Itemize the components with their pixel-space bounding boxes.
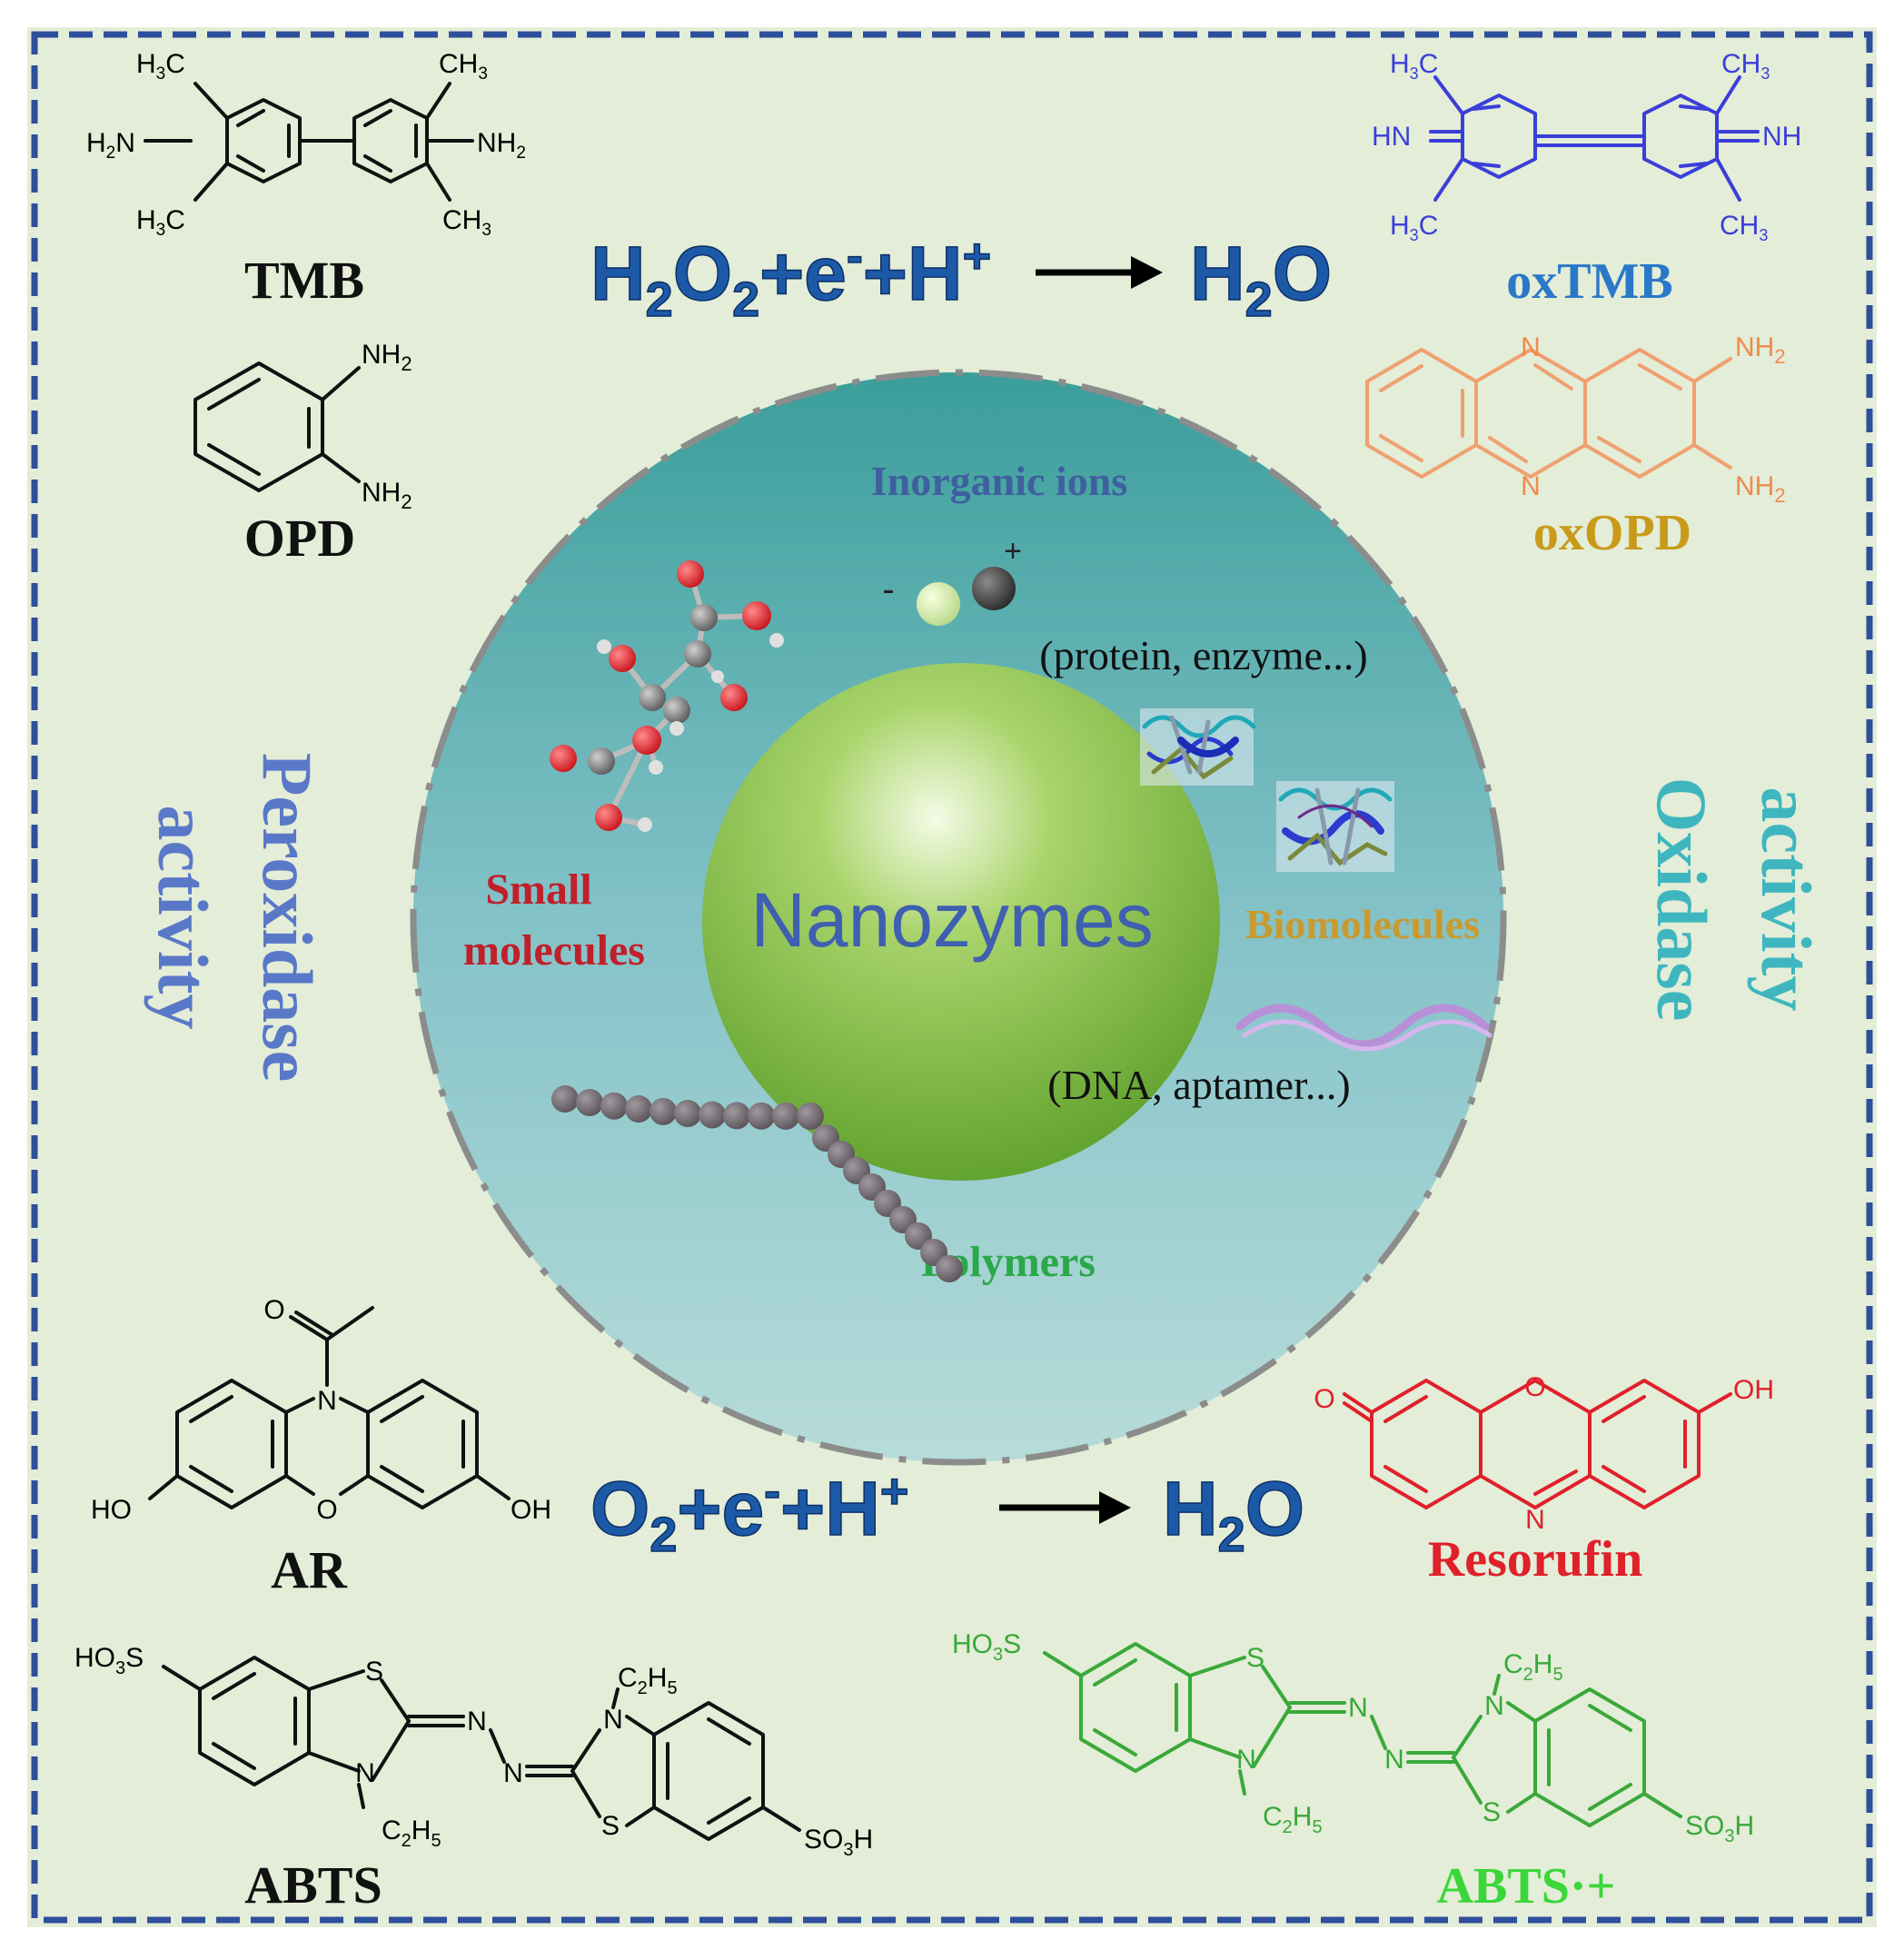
anion-charge: - xyxy=(882,569,894,609)
cation-sphere xyxy=(972,567,1016,610)
abts-s-right: S xyxy=(601,1811,620,1841)
peroxidase-label: Peroxidase activity xyxy=(144,753,327,1083)
oxopd-nh2-top: NH2 xyxy=(1735,332,1786,368)
resorufin-molecule: O O N OH Resorufin xyxy=(1314,1372,1774,1588)
outer-sphere-dashed-border xyxy=(410,369,1507,1466)
polymer-bead xyxy=(600,1092,628,1120)
protein-ribbons xyxy=(1140,708,1394,872)
oxtmb-molecule: H3C CH3 HN NH H3C CH3 oxTMB xyxy=(1372,49,1801,310)
abts-ho3s: HO3S xyxy=(74,1643,144,1678)
ar-oh: OH xyxy=(511,1495,551,1525)
polymer-chain xyxy=(551,1085,963,1282)
oxidase-reaction: O2+e-+H+ H2O xyxy=(590,1463,1305,1563)
abts-azo-n1: N xyxy=(467,1707,487,1736)
dashed-frame xyxy=(31,31,1873,1924)
small-molecule-atoms xyxy=(550,560,784,832)
polymer-bead xyxy=(625,1095,652,1123)
abts-radical-n-left: N xyxy=(1236,1745,1256,1775)
abts-label: ABTS xyxy=(244,1855,382,1914)
small-molecules-label-line2: molecules xyxy=(463,926,645,975)
polymer-bead xyxy=(797,1102,824,1130)
ar-label: AR xyxy=(271,1540,348,1599)
polymer-bead xyxy=(551,1085,579,1113)
ar-molecule: N O O HO OH AR xyxy=(91,1295,551,1599)
abts-radical-n-right: N xyxy=(1484,1691,1504,1721)
small-molecules-label-line1: Small xyxy=(485,866,591,914)
biomolecules-label: Biomolecules xyxy=(1245,901,1480,947)
abts-n-right: N xyxy=(603,1705,623,1735)
oxidase-label-line2: activity xyxy=(1747,787,1826,1012)
abts-radical-s-left: S xyxy=(1246,1643,1264,1673)
oxopd-n-top: N xyxy=(1521,332,1541,362)
oxopd-n-bottom: N xyxy=(1521,471,1541,501)
nanozyme-core xyxy=(702,663,1220,1181)
tmb-h2n: H2N xyxy=(86,128,135,163)
resorufin-n: N xyxy=(1525,1505,1545,1535)
dna-note: (DNA, aptamer...) xyxy=(1047,1062,1350,1108)
abts-radical-so3h: SO3H xyxy=(1685,1811,1754,1846)
inorganic-ions-label: Inorganic ions xyxy=(871,458,1127,504)
abts-n-left: N xyxy=(355,1758,375,1788)
tmb-molecule: H3C CH3 H2N NH2 H3C CH3 TMB xyxy=(86,49,526,310)
tmb-h3c-top: H3C xyxy=(136,49,185,84)
abts-molecule: HO3S S N C2H5 N N N C2H5 S SO3H ABTS xyxy=(74,1643,873,1914)
resorufin-oh: OH xyxy=(1733,1375,1774,1405)
polymer-bead xyxy=(936,1255,963,1282)
nanozymes-label: Nanozymes xyxy=(750,877,1154,963)
abts-radical-azo-n2: N xyxy=(1384,1745,1404,1775)
oxtmb-nh: NH xyxy=(1762,122,1801,152)
protein-note: (protein, enzyme...) xyxy=(1039,632,1367,678)
polymer-bead xyxy=(650,1097,677,1125)
abts-azo-n2: N xyxy=(503,1758,523,1788)
ar-o-carbonyl: O xyxy=(263,1295,284,1325)
ar-o-ring: O xyxy=(316,1495,337,1525)
polymer-bead xyxy=(699,1101,726,1129)
cation-charge: + xyxy=(1004,534,1022,569)
abts-radical-label: ABTS·+ xyxy=(1437,1858,1616,1914)
abts-radical-s-right: S xyxy=(1483,1797,1501,1827)
opd-label: OPD xyxy=(244,509,355,568)
abts-s-left: S xyxy=(365,1657,383,1687)
tmb-h3c-bottom: H3C xyxy=(136,205,185,240)
oxidase-label-line1: Oxidase xyxy=(1642,777,1721,1022)
polymer-bead xyxy=(723,1102,750,1130)
oxopd-label: oxOPD xyxy=(1533,505,1691,561)
oxtmb-hn: HN xyxy=(1372,122,1411,152)
peroxidase-label-line1: Peroxidase xyxy=(248,753,327,1083)
ar-n: N xyxy=(317,1386,337,1416)
abts-so3h: SO3H xyxy=(804,1825,873,1860)
peroxidase-label-line2: activity xyxy=(144,806,223,1030)
dna-strand xyxy=(1235,1004,1492,1052)
tmb-label: TMB xyxy=(244,251,364,310)
peroxidase-reaction: H2O2+e-+H+ H2O xyxy=(590,228,1333,328)
polymer-bead xyxy=(772,1102,799,1130)
ar-ho: HO xyxy=(91,1495,132,1525)
oxtmb-label: oxTMB xyxy=(1506,253,1673,310)
oxidase-label: Oxidase activity xyxy=(1642,777,1826,1022)
polymer-bead xyxy=(748,1102,775,1130)
abts-c2h5-left: C2H5 xyxy=(382,1816,441,1851)
peroxidase-reaction-lhs: H2O2+e-+H+ xyxy=(590,229,991,327)
abts-radical-ho3s: HO3S xyxy=(952,1629,1021,1665)
resorufin-label: Resorufin xyxy=(1428,1531,1642,1588)
polymer-bead xyxy=(576,1088,603,1116)
abts-radical-molecule: HO3S S N C2H5 N N N C2H5 S SO3H ABTS·+ xyxy=(952,1629,1754,1914)
anion-sphere xyxy=(917,582,960,626)
polymer-bead xyxy=(674,1099,701,1127)
resorufin-o-ring: O xyxy=(1524,1372,1545,1402)
oxopd-molecule: N N NH2 NH2 oxOPD xyxy=(1365,332,1786,561)
abts-radical-azo-n1: N xyxy=(1348,1693,1368,1723)
oxidase-reaction-lhs: O2+e-+H+ xyxy=(590,1464,908,1562)
resorufin-o-carbonyl: O xyxy=(1314,1384,1334,1414)
